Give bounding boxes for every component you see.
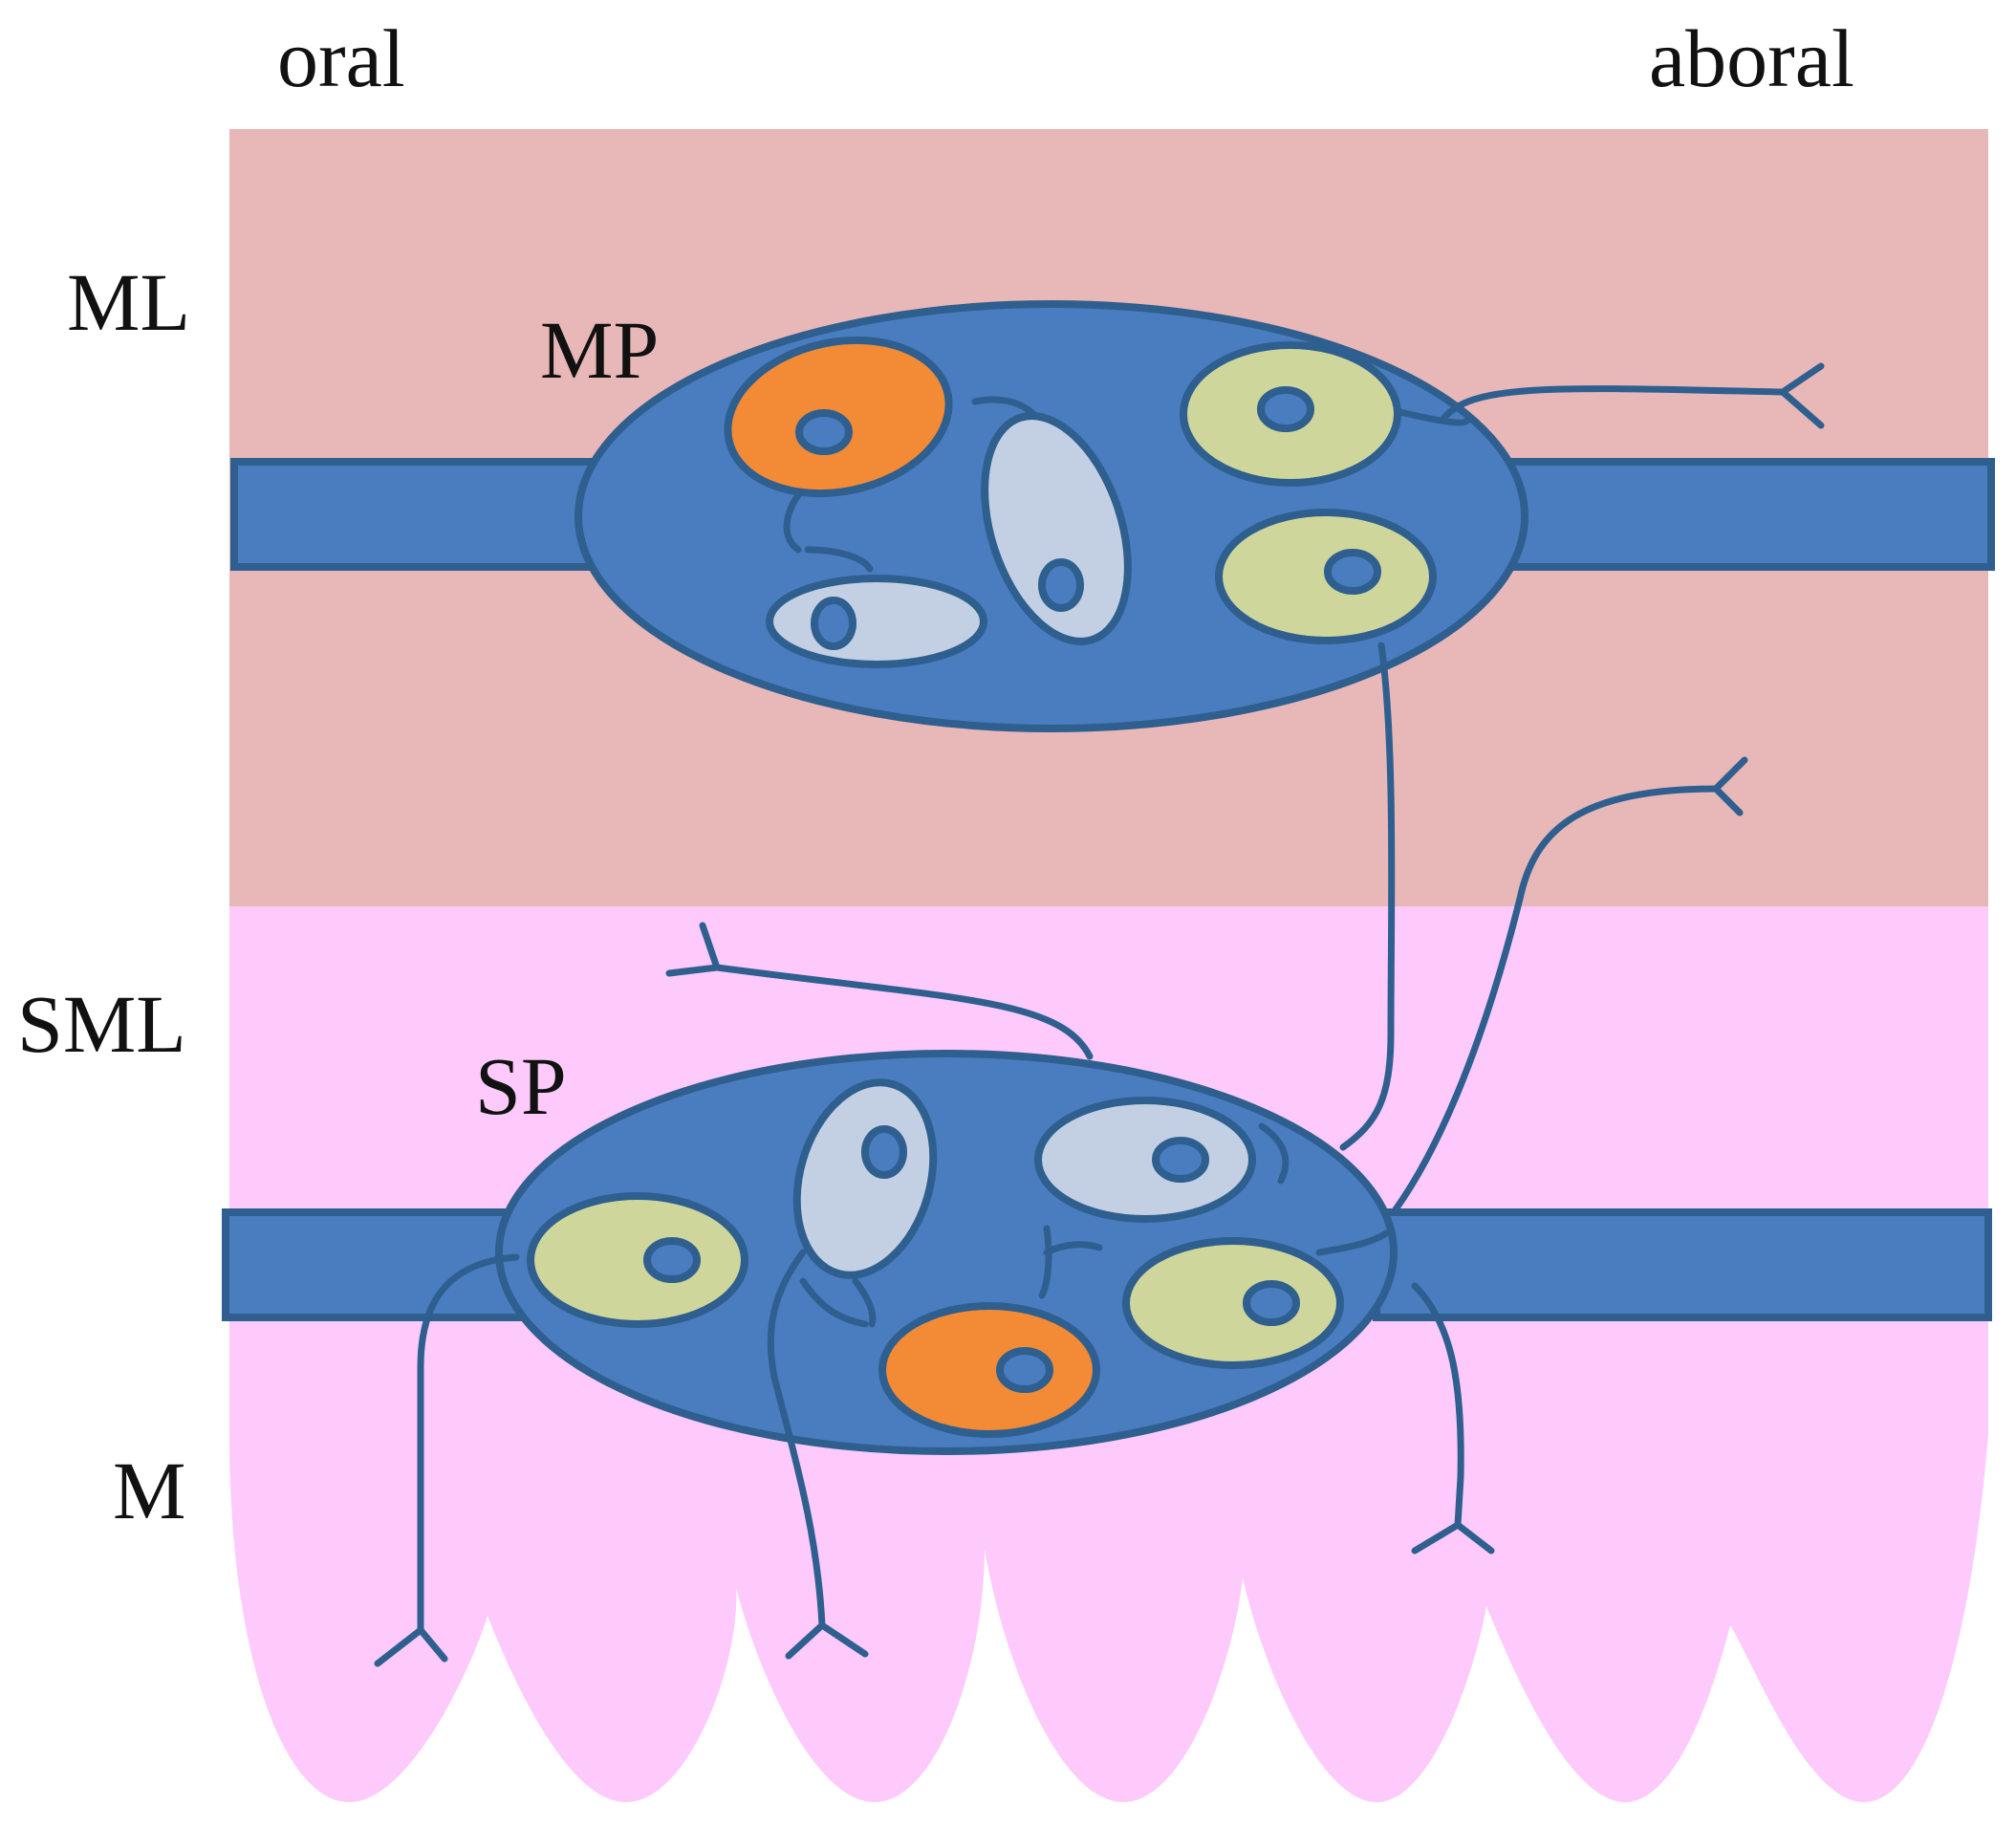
mp-neuron-nucleus bbox=[811, 597, 856, 650]
sp-neurite bbox=[1043, 1241, 1103, 1256]
sp-neurite bbox=[799, 1277, 869, 1328]
sp-neuron-nucleus bbox=[996, 1347, 1053, 1393]
sp-neuron-orange bbox=[878, 1302, 1100, 1438]
m-label: M bbox=[113, 1445, 185, 1536]
synaptic-terminal bbox=[785, 1621, 869, 1660]
mp-neuron-lightblue-tilted bbox=[981, 412, 1132, 645]
mp-neuron-lightblue-flat bbox=[766, 575, 987, 668]
mucosa-villi bbox=[229, 1329, 1988, 1802]
sp-to-muscle-neurite bbox=[1392, 785, 1720, 1213]
mp-nerve-strand-left bbox=[230, 458, 601, 571]
aboral-label: aboral bbox=[1649, 12, 1854, 104]
sp-to-mucosa-neurite-left bbox=[417, 1253, 520, 1634]
sp-neuron-lightblue-tilted bbox=[792, 1078, 938, 1279]
mp-neurite bbox=[804, 546, 874, 573]
synaptic-terminal bbox=[1411, 1521, 1495, 1555]
sp-neuron-nucleus bbox=[1243, 1280, 1300, 1326]
oral-label: oral bbox=[277, 12, 405, 104]
sp-neurite bbox=[1038, 1225, 1052, 1299]
mp-nerve-strand-right bbox=[1473, 458, 1995, 571]
mp-to-sp-neurite bbox=[1339, 642, 1396, 1151]
mp-to-muscle-neurite bbox=[1440, 385, 1787, 423]
sp-neuron-yellowgreen-left bbox=[527, 1192, 748, 1328]
sp-neuron-lightblue-flat bbox=[1034, 1097, 1256, 1223]
mp-neuron-nucleus bbox=[1257, 386, 1314, 432]
mp-neuron-nucleus bbox=[1324, 549, 1381, 595]
mp-neuron-nucleus bbox=[1038, 558, 1084, 612]
sp-label: SP bbox=[475, 1040, 567, 1132]
sp-nerve-strand-left bbox=[222, 1208, 535, 1321]
sp-neurite bbox=[1258, 1122, 1290, 1185]
sp-upper-left-neurite bbox=[713, 964, 1094, 1060]
synaptic-terminal bbox=[1712, 756, 1748, 816]
ml-label: ML bbox=[67, 256, 190, 348]
mp-neuron-nucleus bbox=[795, 409, 853, 455]
sml-label: SML bbox=[17, 978, 186, 1070]
sp-neuron-nucleus bbox=[643, 1237, 701, 1283]
synaptic-terminal bbox=[1779, 362, 1825, 429]
sp-neurite bbox=[852, 1277, 877, 1328]
sp-neuron-nucleus bbox=[1152, 1137, 1209, 1183]
sp-neurite bbox=[1315, 1229, 1390, 1256]
mp-label: MP bbox=[540, 304, 659, 396]
submucosal-plexus bbox=[222, 1050, 1992, 1455]
sp-neuron-nucleus bbox=[861, 1125, 907, 1179]
synaptic-terminal bbox=[374, 1626, 448, 1667]
sp-to-mucosa-neurite-center bbox=[767, 1249, 826, 1629]
synaptic-terminal bbox=[665, 922, 721, 977]
sp-nerve-strand-right bbox=[1373, 1208, 1992, 1321]
sp-to-mucosa-neurite-right bbox=[1411, 1282, 1464, 1529]
sp-neuron-yellowgreen-right bbox=[1122, 1237, 1344, 1369]
neural-projections bbox=[374, 362, 1825, 1667]
